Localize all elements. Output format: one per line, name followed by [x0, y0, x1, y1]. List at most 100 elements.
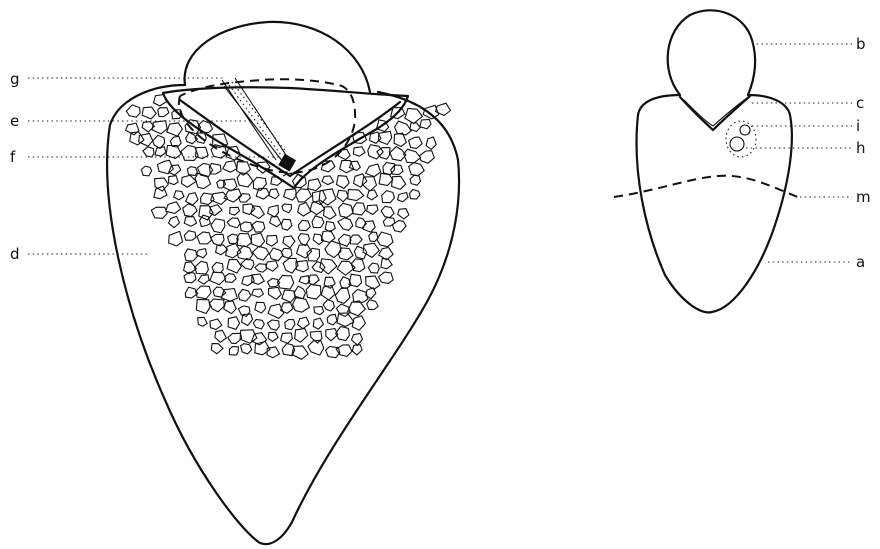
labels: g e f d b c i h m a	[10, 35, 871, 271]
label-c: c	[856, 94, 864, 112]
cell	[327, 314, 337, 325]
cell	[139, 133, 153, 146]
cell	[420, 151, 435, 164]
cell	[368, 263, 379, 273]
cell	[410, 123, 420, 132]
cell	[158, 108, 169, 117]
cell	[367, 300, 379, 310]
cell	[211, 234, 224, 246]
label-m: m	[856, 188, 871, 206]
cell	[253, 246, 269, 260]
left-head-outline	[185, 22, 370, 92]
cell	[335, 288, 350, 303]
cell	[197, 232, 211, 244]
label-a: a	[856, 253, 865, 271]
right-small-circle	[740, 125, 750, 135]
cell	[183, 204, 197, 217]
cell	[252, 221, 265, 232]
cell	[409, 137, 423, 149]
cell	[298, 234, 309, 246]
cell	[270, 216, 281, 226]
cell	[382, 191, 395, 203]
cell	[282, 219, 292, 230]
cell	[398, 193, 409, 202]
cell	[363, 221, 375, 232]
cell	[251, 233, 264, 247]
cell	[240, 222, 252, 232]
cell	[210, 299, 225, 312]
cell	[198, 275, 209, 284]
cell	[225, 274, 237, 283]
cell	[256, 188, 269, 199]
cell	[353, 203, 366, 215]
cell	[349, 274, 362, 287]
cell	[350, 161, 361, 170]
cell	[251, 206, 264, 219]
cell	[211, 145, 226, 159]
cell	[336, 176, 349, 189]
cell	[268, 205, 279, 217]
cell	[312, 216, 324, 228]
cell	[283, 236, 295, 248]
cell	[230, 207, 240, 215]
cell	[306, 284, 321, 299]
cell	[348, 190, 364, 201]
cell	[409, 163, 425, 176]
cell	[151, 207, 167, 218]
cell	[391, 165, 403, 175]
cell	[184, 272, 196, 283]
cell	[126, 105, 140, 117]
cell	[323, 300, 334, 311]
cell	[339, 203, 353, 217]
cell	[383, 217, 395, 226]
right-specimen	[614, 10, 800, 312]
cell	[281, 303, 293, 314]
cell	[398, 209, 409, 219]
cell	[224, 301, 237, 314]
cell	[195, 261, 209, 274]
cell	[224, 189, 241, 202]
cell	[152, 121, 167, 134]
cell	[379, 248, 393, 260]
cell	[337, 190, 348, 202]
cell	[367, 205, 378, 215]
cell	[338, 218, 353, 231]
cell	[285, 320, 295, 330]
cell	[367, 190, 377, 200]
cell	[310, 331, 322, 343]
cell	[356, 218, 367, 228]
left-specimen	[107, 22, 459, 544]
cell	[270, 248, 284, 261]
cell	[308, 340, 324, 355]
cell	[211, 344, 223, 354]
cell	[381, 206, 394, 217]
cell	[338, 149, 350, 159]
cell	[239, 289, 251, 301]
cell	[322, 176, 334, 185]
label-h: h	[856, 139, 866, 157]
cell	[293, 297, 310, 312]
left-stalk-hatch	[229, 82, 286, 155]
label-i: i	[856, 117, 860, 135]
cell	[269, 287, 282, 299]
cell	[404, 149, 421, 163]
cell	[379, 173, 393, 185]
cell	[201, 193, 215, 204]
cell	[392, 176, 406, 189]
cell	[255, 302, 266, 313]
cell	[353, 147, 365, 156]
cell	[296, 189, 312, 202]
cell	[281, 333, 293, 344]
cell	[313, 318, 323, 329]
cell	[184, 231, 196, 241]
cell	[255, 264, 267, 272]
cell	[253, 320, 264, 329]
cell	[227, 218, 240, 228]
cell	[267, 320, 279, 330]
cell	[237, 234, 252, 247]
right-head-outline	[668, 10, 756, 95]
cell	[338, 248, 353, 260]
cell	[405, 108, 423, 123]
cell	[268, 332, 278, 341]
cell	[308, 179, 321, 191]
